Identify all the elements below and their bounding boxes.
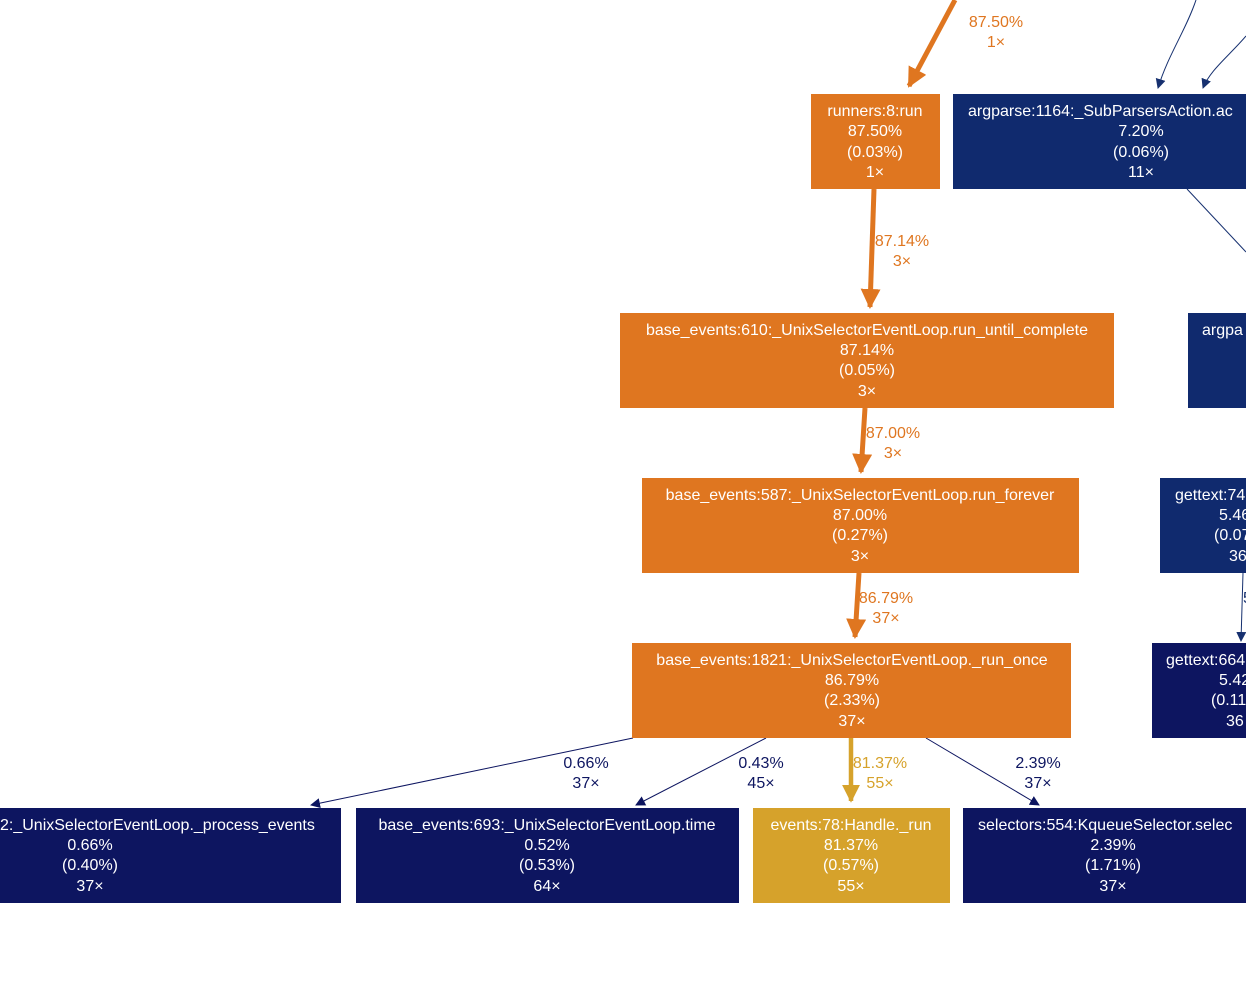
node-total: 5.42	[1219, 672, 1246, 689]
node-kqueue-select[interactable]: selectors:554:KqueueSelector.selec 2.39%…	[963, 808, 1246, 903]
node-run-forever[interactable]: base_events:587:_UnixSelectorEventLoop.r…	[642, 478, 1079, 573]
edge-argparse-down	[1186, 188, 1246, 253]
node-self: (0.05%)	[839, 362, 895, 379]
node-label: 2:_UnixSelectorEventLoop._process_events	[0, 817, 315, 834]
node-calls: 11×	[1128, 164, 1154, 181]
edge-to-runners: 87.50% 1×	[906, 0, 1023, 88]
node-gettext-74[interactable]: gettext:74 5.46 (0.07 36	[1160, 478, 1246, 573]
edge-calls: 3×	[893, 253, 911, 270]
node-runners-run[interactable]: runners:8:run 87.50% (0.03%) 1×	[811, 94, 940, 189]
node-calls: 3×	[858, 383, 876, 400]
edge-pct: 86.79%	[859, 590, 913, 607]
node-total: 7.20%	[1118, 123, 1163, 140]
node-process-events[interactable]: 2:_UnixSelectorEventLoop._process_events…	[0, 808, 341, 903]
node-label: base_events:587:_UnixSelectorEventLoop.r…	[666, 487, 1055, 504]
edge-gettext-74-to-664: 5	[1236, 572, 1246, 642]
node-self: (0.03%)	[847, 144, 903, 161]
node-self: (0.40%)	[62, 857, 118, 874]
node-total: 0.66%	[67, 837, 112, 854]
node-total: 87.50%	[848, 123, 902, 140]
edge-run-until-complete-to-run-forever: 87.00% 3×	[852, 407, 920, 474]
node-self: (2.33%)	[824, 692, 880, 709]
node-total: 2.39%	[1090, 837, 1135, 854]
node-calls: 36	[1229, 548, 1246, 565]
edge-pct: 2.39%	[1015, 755, 1060, 772]
node-argparse-1164[interactable]: argparse:1164:_SubParsersAction.ac 7.20%…	[953, 94, 1246, 189]
edge-to-argparse-1164	[1155, 0, 1246, 89]
node-label: argparse:1164:_SubParsersAction.ac	[968, 103, 1233, 120]
node-label: gettext:74	[1175, 487, 1245, 504]
node-label: runners:8:run	[827, 103, 922, 120]
node-label: base_events:693:_UnixSelectorEventLoop.t…	[378, 817, 715, 834]
node-total: 5.46	[1219, 507, 1246, 524]
edge-calls: 3×	[884, 445, 902, 462]
node-total: 87.00%	[833, 507, 887, 524]
node-run-once[interactable]: base_events:1821:_UnixSelectorEventLoop.…	[632, 643, 1071, 738]
node-label: selectors:554:KqueueSelector.selec	[978, 817, 1232, 834]
node-calls: 36	[1226, 713, 1244, 730]
node-label: base_events:1821:_UnixSelectorEventLoop.…	[656, 652, 1047, 669]
node-calls: 64×	[533, 878, 560, 895]
node-self: (0.57%)	[823, 857, 879, 874]
edge-pct: 87.50%	[969, 14, 1023, 31]
edge-calls: 37×	[572, 775, 599, 792]
node-self: (0.27%)	[832, 527, 888, 544]
edge-run-once-to-kqueue-select: 2.39% 37×	[925, 737, 1061, 806]
edge-calls: 45×	[747, 775, 774, 792]
edge-run-once-to-time: 0.43% 45×	[635, 737, 784, 806]
edge-run-once-to-process-events: 0.66% 37×	[310, 737, 634, 809]
node-run-until-complete[interactable]: base_events:610:_UnixSelectorEventLoop.r…	[620, 313, 1114, 408]
node-self: (0.53%)	[519, 857, 575, 874]
edge-calls: 37×	[1024, 775, 1051, 792]
node-total: 81.37%	[824, 837, 878, 854]
node-label: gettext:664	[1166, 652, 1245, 669]
node-handle-run[interactable]: events:78:Handle._run 81.37% (0.57%) 55×	[753, 808, 950, 903]
edge-pct: 0.66%	[563, 755, 608, 772]
node-self: (1.71%)	[1085, 857, 1141, 874]
edge-run-forever-to-run-once: 86.79% 37×	[846, 572, 913, 639]
edge-pct: 5	[1243, 590, 1246, 607]
node-calls: 1×	[866, 164, 884, 181]
node-calls: 37×	[1099, 878, 1126, 895]
node-label: argpa	[1202, 322, 1243, 339]
node-total: 0.52%	[524, 837, 569, 854]
node-calls: 37×	[838, 713, 865, 730]
edge-run-once-to-handle-run: 81.37% 55×	[842, 738, 907, 803]
node-label: base_events:610:_UnixSelectorEventLoop.r…	[646, 322, 1088, 339]
node-self: (0.06%)	[1113, 144, 1169, 161]
node-argparse-partial[interactable]: argpa	[1188, 313, 1246, 408]
node-total: 87.14%	[840, 342, 894, 359]
edge-pct: 81.37%	[853, 755, 907, 772]
edge-pct: 87.14%	[875, 233, 929, 250]
node-calls: 3×	[851, 548, 869, 565]
edge-runners-to-run-until-complete: 87.14% 3×	[860, 188, 929, 309]
node-self: (0.11	[1211, 692, 1246, 709]
node-gettext-664[interactable]: gettext:664 5.42 (0.11 36	[1152, 643, 1246, 738]
node-total: 86.79%	[825, 672, 879, 689]
edge-calls: 55×	[866, 775, 893, 792]
edge-calls: 1×	[987, 34, 1005, 51]
edge-calls: 37×	[872, 610, 899, 627]
node-calls: 55×	[837, 878, 864, 895]
node-calls: 37×	[76, 878, 103, 895]
edge-pct: 87.00%	[866, 425, 920, 442]
node-self: (0.07	[1214, 527, 1246, 544]
node-label: events:78:Handle._run	[771, 817, 932, 834]
edge-pct: 0.43%	[738, 755, 783, 772]
node-loop-time[interactable]: base_events:693:_UnixSelectorEventLoop.t…	[356, 808, 739, 903]
